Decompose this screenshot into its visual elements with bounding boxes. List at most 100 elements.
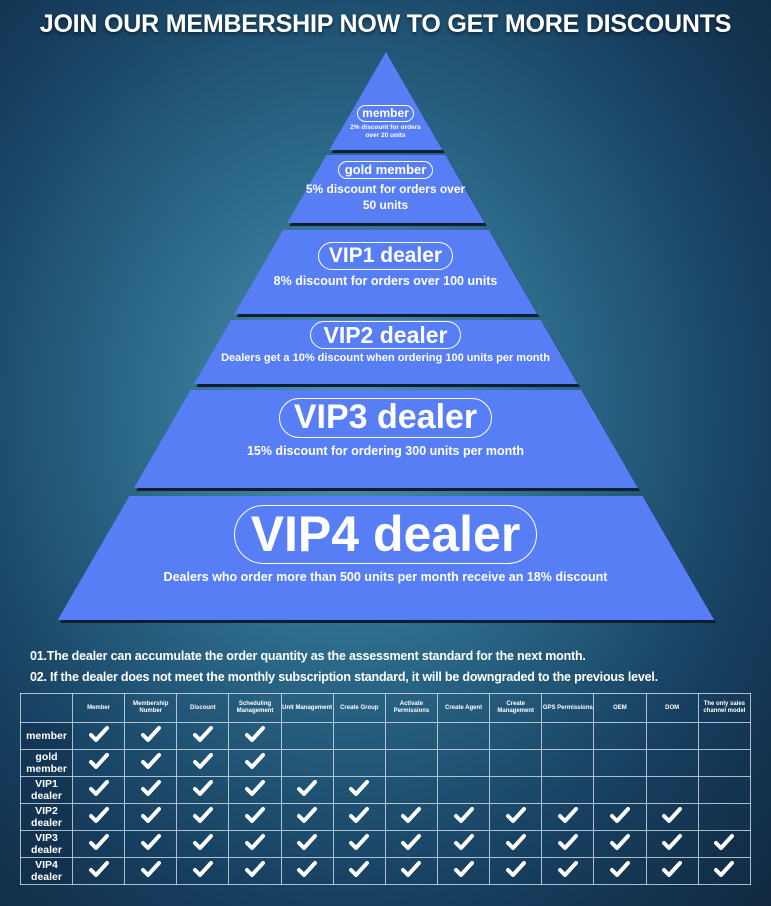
check-icon xyxy=(192,779,213,796)
table-cell xyxy=(332,857,386,885)
check-icon xyxy=(609,806,630,823)
check-icon xyxy=(557,833,578,850)
check-icon xyxy=(192,752,213,769)
table-cell xyxy=(697,722,752,750)
tier-desc: 15% discount for ordering 300 units per … xyxy=(246,443,525,458)
check-icon xyxy=(244,806,265,823)
table-cell xyxy=(280,722,334,750)
tier-name: gold member xyxy=(337,161,434,179)
table-cell xyxy=(645,857,699,885)
table-cell xyxy=(228,722,282,750)
check-icon xyxy=(662,833,683,850)
table-cell xyxy=(697,830,752,858)
note-1: 01.The dealer can accumulate the order q… xyxy=(30,649,586,663)
table-cell xyxy=(541,722,595,750)
column-header: Scheduling Management xyxy=(228,693,282,723)
column-header: Membership Number xyxy=(124,693,178,723)
check-icon xyxy=(140,779,161,796)
check-icon xyxy=(401,806,422,823)
column-header: Create Management xyxy=(489,693,543,723)
column-header: OEM xyxy=(593,693,647,723)
table-cell xyxy=(384,776,438,804)
table-cell xyxy=(645,749,699,777)
table-cell xyxy=(280,749,334,777)
tier-desc: Dealers get a 10% discount when ordering… xyxy=(221,352,550,365)
corner-cell xyxy=(20,693,73,723)
table-row: gold member xyxy=(20,749,752,777)
table-cell xyxy=(228,857,282,885)
table-cell xyxy=(436,722,491,750)
check-icon xyxy=(401,833,422,850)
table-cell xyxy=(384,830,438,858)
pyramid xyxy=(57,52,717,623)
tier-name: VIP1 dealer xyxy=(317,242,454,271)
check-icon xyxy=(140,752,161,769)
table-cell xyxy=(124,803,178,831)
table-row: VIP2 dealer xyxy=(20,803,752,831)
column-header: Create Group xyxy=(332,693,386,723)
table-cell xyxy=(176,830,230,858)
table-cell xyxy=(541,830,595,858)
table-cell xyxy=(593,857,647,885)
table-cell xyxy=(489,722,543,750)
row-label: VIP3 dealer xyxy=(20,830,73,858)
check-icon xyxy=(88,725,109,742)
tier-vip3: VIP3 dealer 15% discount for ordering 30… xyxy=(0,398,771,458)
check-icon xyxy=(140,860,161,877)
table-cell xyxy=(436,776,491,804)
check-icon xyxy=(662,806,683,823)
table-cell xyxy=(697,803,752,831)
table-cell xyxy=(124,722,178,750)
table-cell xyxy=(280,776,334,804)
table-cell xyxy=(124,749,178,777)
table-cell xyxy=(593,749,647,777)
check-icon xyxy=(297,806,318,823)
tier-band xyxy=(287,155,485,223)
tier-member: member 2% discount for orders over 20 un… xyxy=(0,104,771,140)
table-cell xyxy=(332,830,386,858)
check-icon xyxy=(88,833,109,850)
table-cell xyxy=(332,776,386,804)
table-cell xyxy=(124,857,178,885)
table-cell xyxy=(697,857,752,885)
table-cell xyxy=(176,803,230,831)
tier-name: VIP4 dealer xyxy=(233,505,538,564)
check-icon xyxy=(244,725,265,742)
table-cell xyxy=(593,803,647,831)
table-cell xyxy=(645,722,699,750)
table-cell xyxy=(489,857,543,885)
table-cell xyxy=(489,776,543,804)
check-icon xyxy=(349,806,370,823)
table-cell xyxy=(384,749,438,777)
table-cell xyxy=(71,749,126,777)
check-icon xyxy=(192,860,213,877)
table-cell xyxy=(332,722,386,750)
table-cell xyxy=(280,830,334,858)
check-icon xyxy=(609,860,630,877)
tier-name: member xyxy=(357,105,414,122)
check-icon xyxy=(244,779,265,796)
table-cell xyxy=(71,857,126,885)
check-icon xyxy=(557,860,578,877)
table-cell xyxy=(436,857,491,885)
table-cell xyxy=(384,722,438,750)
table-cell xyxy=(593,776,647,804)
table-cell xyxy=(71,803,126,831)
table-cell xyxy=(280,857,334,885)
table-cell xyxy=(436,803,491,831)
table-cell xyxy=(436,749,491,777)
table-cell xyxy=(489,749,543,777)
check-icon xyxy=(88,806,109,823)
row-label: VIP2 dealer xyxy=(20,803,73,831)
check-icon xyxy=(192,833,213,850)
note-2: 02. If the dealer does not meet the mont… xyxy=(30,670,658,684)
tier-band xyxy=(133,390,639,488)
check-icon xyxy=(401,860,422,877)
check-icon xyxy=(88,860,109,877)
table-cell xyxy=(436,830,491,858)
table-cell xyxy=(176,857,230,885)
check-icon xyxy=(349,860,370,877)
table-cell xyxy=(228,830,282,858)
check-icon xyxy=(140,833,161,850)
